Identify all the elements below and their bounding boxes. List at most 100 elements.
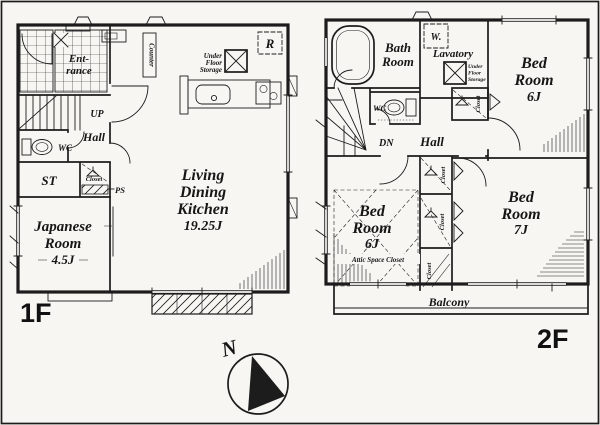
f2-wc-label: WC	[373, 103, 387, 113]
f2-lavatory: W. Lavatory Under Floor Storage	[423, 23, 486, 85]
f1-wc: WC	[21, 138, 73, 156]
f2-ufs-label-1: Under	[468, 64, 483, 70]
refrigerator-space: R	[257, 31, 283, 55]
st-label: ST	[41, 173, 57, 188]
compass: N	[218, 334, 289, 415]
f1-ufs-label-2: Floor	[206, 59, 223, 67]
f1-terrace	[151, 293, 253, 315]
ldk-label-1: Living	[181, 167, 225, 184]
f2-bedroom-7j: Bed Room 7J	[457, 157, 584, 277]
wc-door	[67, 131, 85, 149]
floor-1-plan: Ent- rance Counter UP Hall WC	[9, 16, 298, 328]
f2-toilet-tank	[405, 98, 417, 117]
f1-wc-label: WC	[58, 143, 73, 153]
bath-label-1: Bath	[384, 40, 411, 55]
closet-a-label: Closet	[440, 167, 447, 184]
entrance-counter-box	[101, 29, 127, 43]
f2-balcony: Balcony	[333, 283, 589, 315]
entrance-label-2: rance	[66, 65, 92, 77]
washing-machine-space	[423, 23, 449, 49]
closet-upper-label: Closet	[475, 96, 482, 113]
f2-window-ticks	[315, 119, 327, 266]
closet-fold-doors	[453, 200, 464, 244]
f2-closet-b: Closet	[420, 197, 464, 247]
bed7-corner-hatch	[537, 231, 584, 277]
under-floor-storage-hatch	[224, 49, 248, 73]
f1-window-ticks	[9, 205, 19, 270]
bed6u-label-3: 6J	[527, 90, 542, 105]
bed7-label-2: Room	[500, 206, 540, 223]
closet-fold-door	[489, 93, 501, 111]
ldk-label-2: Dining	[179, 184, 226, 201]
hanger-icon	[423, 165, 439, 176]
f2-ufs-label-2: Floor	[468, 71, 482, 77]
f2-under-floor-storage-hatch	[443, 61, 467, 85]
entrance-to-ldk-door	[111, 85, 149, 123]
ps-shaft	[81, 184, 109, 195]
f1-stairs: UP	[18, 94, 105, 131]
f1-japanese-room: Japanese Room 4.5J	[33, 219, 112, 267]
ldk-label-3: Kitchen	[176, 201, 229, 218]
f1-ufs-label-3: Storage	[200, 66, 222, 74]
f2-outer-wall	[324, 18, 590, 286]
f1-closet-label: Closet	[86, 176, 103, 183]
f2-roof-vent	[411, 11, 433, 21]
bed6u-label-2: Room	[513, 72, 553, 89]
bed6l-door-arc	[379, 155, 409, 185]
porch-door-arc	[21, 33, 53, 65]
f2-closet-c: Closet	[422, 253, 451, 288]
bed6u-corner-hatch	[543, 114, 585, 152]
north-label: N	[218, 334, 241, 362]
hall-to-ldk-door	[109, 142, 131, 164]
f1-ufs-label-1: Under	[204, 52, 223, 60]
f2-wc: WC	[373, 98, 417, 125]
dn-label: DN	[378, 138, 394, 149]
f1-counter: Counter	[142, 32, 157, 78]
entrance-label-1: Ent-	[68, 53, 90, 65]
f2-bath-room: Bath Room	[331, 25, 414, 89]
f1-ldk-label: Living Dining Kitchen 19.25J	[176, 167, 229, 234]
bath-label-2: Room	[381, 54, 414, 69]
f1-inner-walls	[17, 94, 111, 198]
floor-1-label: 1F	[20, 298, 52, 328]
f1-closet: Closet PS	[81, 163, 125, 195]
f2-toilet-bowl	[383, 99, 405, 116]
bed6l-label-1: Bed	[358, 203, 386, 220]
floor-2-plan: Bath Room W. Lavatory Under Floor Storag…	[315, 11, 593, 354]
f2-wc-door	[374, 108, 391, 125]
f2-windows	[315, 15, 593, 289]
f2-inner-walls	[325, 19, 589, 291]
f1-roof-vents	[73, 16, 167, 26]
bed6l-label-2: Room	[351, 220, 391, 237]
bath-door-arc	[333, 69, 353, 89]
balcony-label: Balcony	[428, 295, 470, 309]
ps-label: PS	[115, 185, 125, 195]
attic-space-closet-label: Attic Space Closet	[351, 256, 405, 264]
bed6u-door-arc	[487, 117, 521, 151]
hanger-icon	[423, 207, 439, 218]
lavatory-label: Lavatory	[432, 48, 473, 60]
kitchen-counter-end	[179, 75, 189, 115]
japanese-room-label-2: Room	[44, 236, 82, 252]
hanger-icon	[454, 95, 470, 106]
f1-outside-step	[47, 291, 113, 302]
compass-circle	[227, 353, 289, 415]
bed6u-label-1: Bed	[520, 55, 548, 72]
compass-needle	[248, 356, 285, 411]
refrigerator-label: R	[265, 36, 275, 51]
floor-2-label: 2F	[537, 324, 569, 354]
bed7-door-arc	[457, 157, 487, 187]
bed6l-label-3: 6J	[365, 237, 380, 252]
toilet-bowl	[31, 139, 53, 155]
f1-entrance-area: Ent- rance	[19, 24, 127, 93]
f2-closet-upper: Closet	[451, 87, 501, 121]
japanese-room-label-3: 4.5J	[51, 252, 75, 267]
toilet-tank	[21, 138, 32, 156]
f2-bedroom-6j-upper: Bed Room 6J	[487, 55, 585, 152]
f2-ufs-label-3: Storage	[468, 77, 486, 83]
bathtub	[331, 25, 375, 85]
f1-windows	[9, 75, 298, 297]
range	[255, 81, 282, 105]
